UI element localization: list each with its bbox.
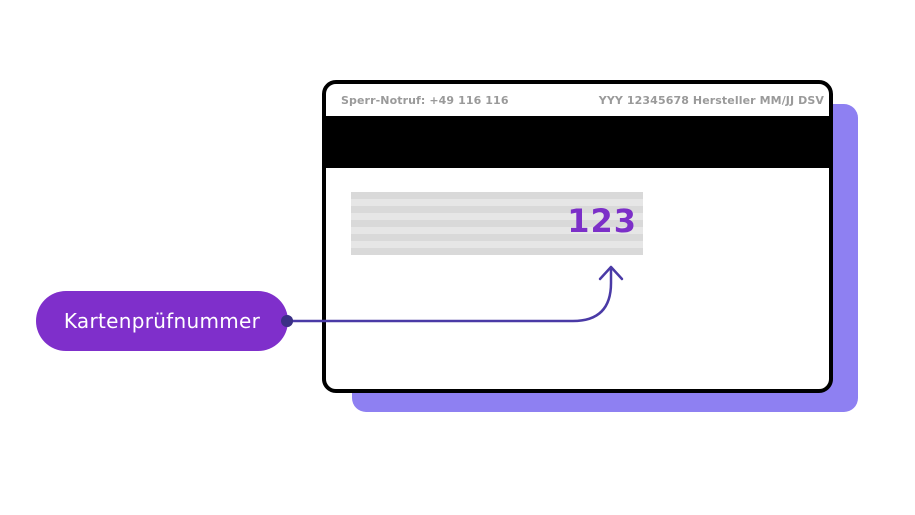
signature-strip: 123 <box>351 192 643 255</box>
callout-label: Kartenprüfnummer <box>63 309 261 333</box>
card-info-line: YYY 12345678 Hersteller MM/JJ DSV <box>598 93 824 107</box>
security-code: 123 <box>567 202 637 240</box>
magnetic-stripe <box>326 116 829 168</box>
emergency-hotline: Sperr-Notruf: +49 116 116 <box>341 93 509 107</box>
card-back: Sperr-Notruf: +49 116 116 YYY 12345678 H… <box>322 80 833 393</box>
callout-label-pill: Kartenprüfnummer <box>36 291 288 351</box>
card-header: Sperr-Notruf: +49 116 116 YYY 12345678 H… <box>326 84 829 116</box>
